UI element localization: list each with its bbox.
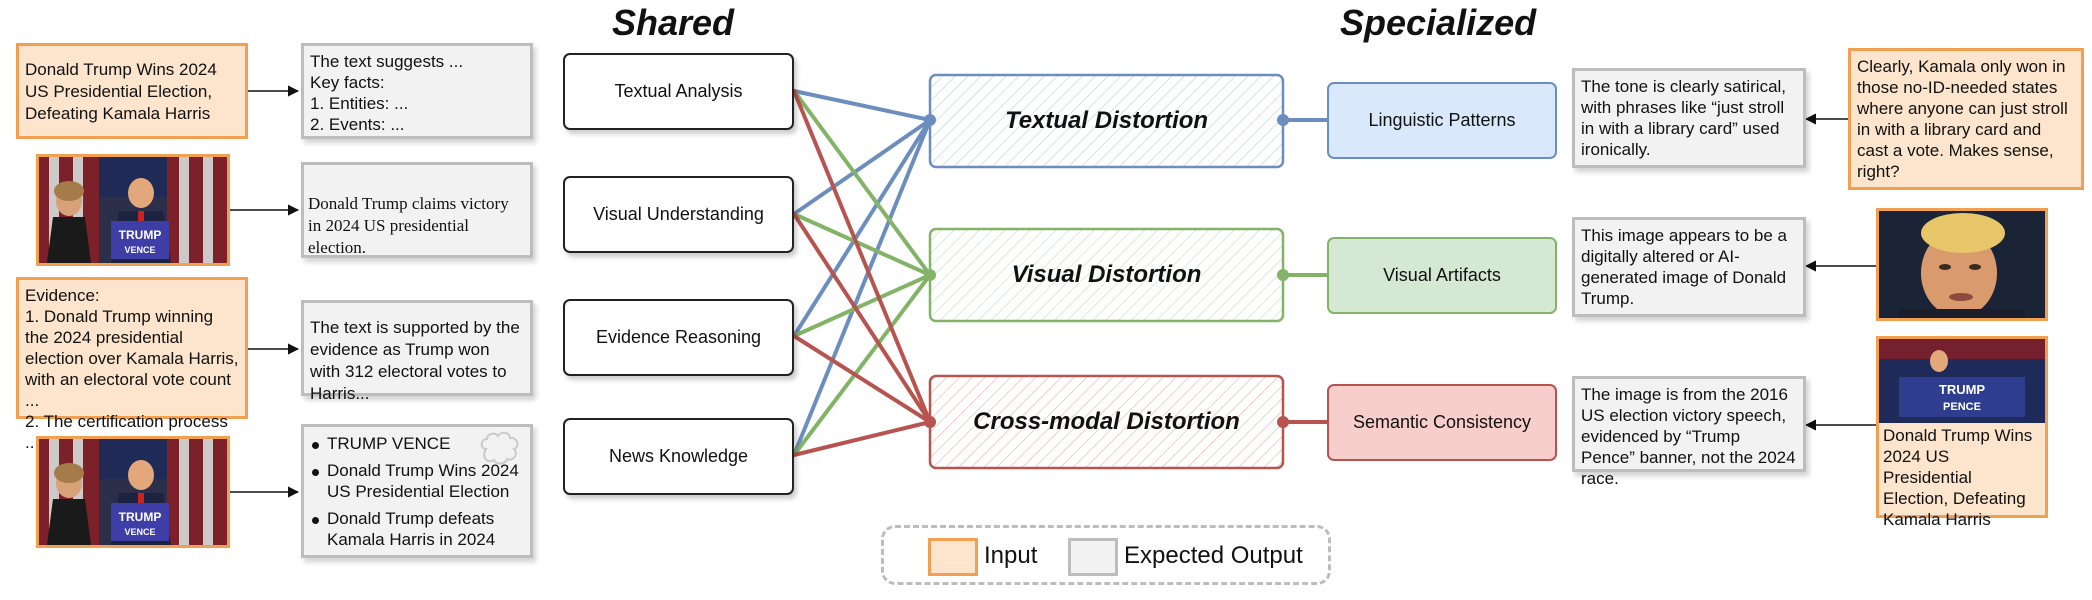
input-image-caption-card: TRUMP PENCE Donald Trump Wins 2024 US Pr… [1876, 336, 2048, 529]
sign-trump-3: TRUMP [1939, 382, 1986, 397]
input-image-trump-vence-2: TRUMP VENCE [36, 436, 230, 548]
sign-trump-2: TRUMP [119, 510, 162, 524]
shared-textual-analysis: Textual Analysis [563, 53, 794, 130]
visual-distortion: Visual Distortion [1011, 261, 1202, 288]
legend-output-swatch [1068, 538, 1118, 576]
knowledge-item: Donald Trump Wins 2024 US Presidential E… [308, 460, 526, 502]
knowledge-item: TRUMP VENCE [308, 433, 526, 454]
shared-visual-understanding: Visual Understanding [563, 176, 794, 253]
sign-trump-1: TRUMP [119, 228, 162, 242]
output-news-knowledge: TRUMP VENCE Donald Trump Wins 2024 US Pr… [301, 424, 533, 558]
legend-input-swatch [928, 538, 978, 576]
specialized-linguistic-patterns: Linguistic Patterns [1327, 82, 1557, 159]
legend: Input Expected Output [881, 525, 1331, 585]
edge-evidence-reasoning-to-visual [792, 273, 932, 338]
knowledge-item-text: Donald Trump Wins 2024 US Presidential E… [327, 461, 519, 501]
knowledge-item: Donald Trump defeats Kamala Harris in 20… [308, 508, 526, 550]
input-satire-text: Clearly, Kamala only won in those no-ID-… [1848, 48, 2084, 190]
output-visual-understanding: Donald Trump claims victory in 2024 US p… [301, 162, 533, 258]
knowledge-item-text: Donald Trump defeats Kamala Harris in 20… [327, 509, 496, 549]
input-image-trump-face [1876, 208, 2048, 321]
specialized-visual-artifacts: Visual Artifacts [1327, 237, 1557, 314]
edge-textual-analysis-to-crossmodal [792, 89, 932, 424]
edge-visual-understanding-to-crossmodal [792, 212, 932, 424]
edge-textual-analysis-to-textual [792, 89, 932, 122]
output-semantic-consistency: The image is from the 2016 US election v… [1572, 376, 1806, 488]
input-image-trump-pence: TRUMP PENCE [1879, 339, 2045, 423]
edge-textual-analysis-to-visual [792, 89, 932, 277]
shared-evidence-reasoning: Evidence Reasoning [563, 299, 794, 376]
sign-vence-2: VENCE [124, 527, 155, 537]
input-image-caption: Donald Trump Wins 2024 US Presidential E… [1883, 426, 2033, 529]
brain-icon [480, 431, 519, 465]
input-image-trump-vence-1: TRUMP VENCE [36, 154, 230, 266]
visual-distortion-hatch [928, 227, 1285, 323]
sign-vence-1: VENCE [124, 245, 155, 255]
crossmodal-distortion-hatch [928, 374, 1285, 470]
output-textual-analysis: The text suggests ... Key facts: 1. Enti… [301, 43, 533, 139]
bullet-icon [312, 469, 319, 476]
bullet-icon [312, 517, 319, 524]
legend-output-label: Expected Output [1124, 542, 1303, 569]
output-linguistic-patterns: The tone is clearly satirical, with phra… [1572, 68, 1806, 168]
bullet-icon [312, 442, 319, 449]
edge-visual-understanding-to-visual [792, 212, 932, 277]
edge-news-knowledge-to-visual [792, 273, 932, 457]
knowledge-item-text: TRUMP VENCE [327, 434, 451, 453]
edge-news-knowledge-to-crossmodal [792, 420, 932, 457]
edge-evidence-reasoning-to-textual [792, 118, 932, 338]
input-evidence: Evidence: 1. Donald Trump winning the 20… [16, 277, 248, 452]
edge-news-knowledge-to-textual [792, 118, 932, 457]
specialized-semantic-consistency: Semantic Consistency [1327, 384, 1557, 461]
sign-pence: PENCE [1943, 401, 1981, 413]
edge-visual-understanding-to-textual [792, 118, 932, 216]
crossmodal-distortion: Cross-modal Distortion [973, 408, 1240, 435]
textual-distortion: Textual Distortion [1004, 107, 1209, 134]
shared-news-knowledge: News Knowledge [563, 418, 794, 495]
legend-input-label: Input [984, 542, 1038, 569]
output-evidence-reasoning: The text is supported by the evidence as… [301, 300, 533, 403]
textual-distortion-hatch [928, 73, 1285, 169]
edge-evidence-reasoning-to-crossmodal [792, 334, 932, 424]
output-visual-artifacts: This image appears to be a digitally alt… [1572, 217, 1806, 317]
header-shared: Shared [612, 2, 735, 43]
header-specialized: Specialized [1340, 2, 1537, 43]
input-text-claim: Donald Trump Wins 2024 US Presidential E… [16, 43, 248, 139]
